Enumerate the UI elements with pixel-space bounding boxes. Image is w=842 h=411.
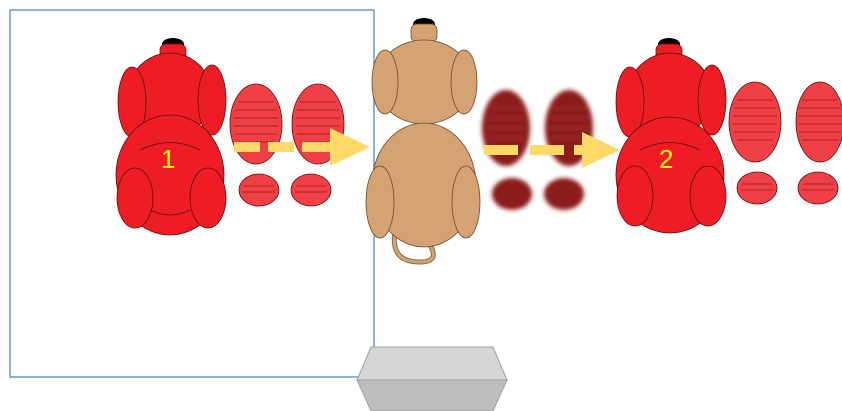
animal-label-1: 1 [161, 144, 175, 174]
paw-prints-3 [729, 82, 842, 204]
animal-red-2 [616, 38, 726, 233]
animal-red-1 [116, 38, 226, 235]
animal-label-2: 2 [659, 144, 673, 174]
platform-box [357, 347, 507, 411]
animal-tan [366, 18, 480, 262]
